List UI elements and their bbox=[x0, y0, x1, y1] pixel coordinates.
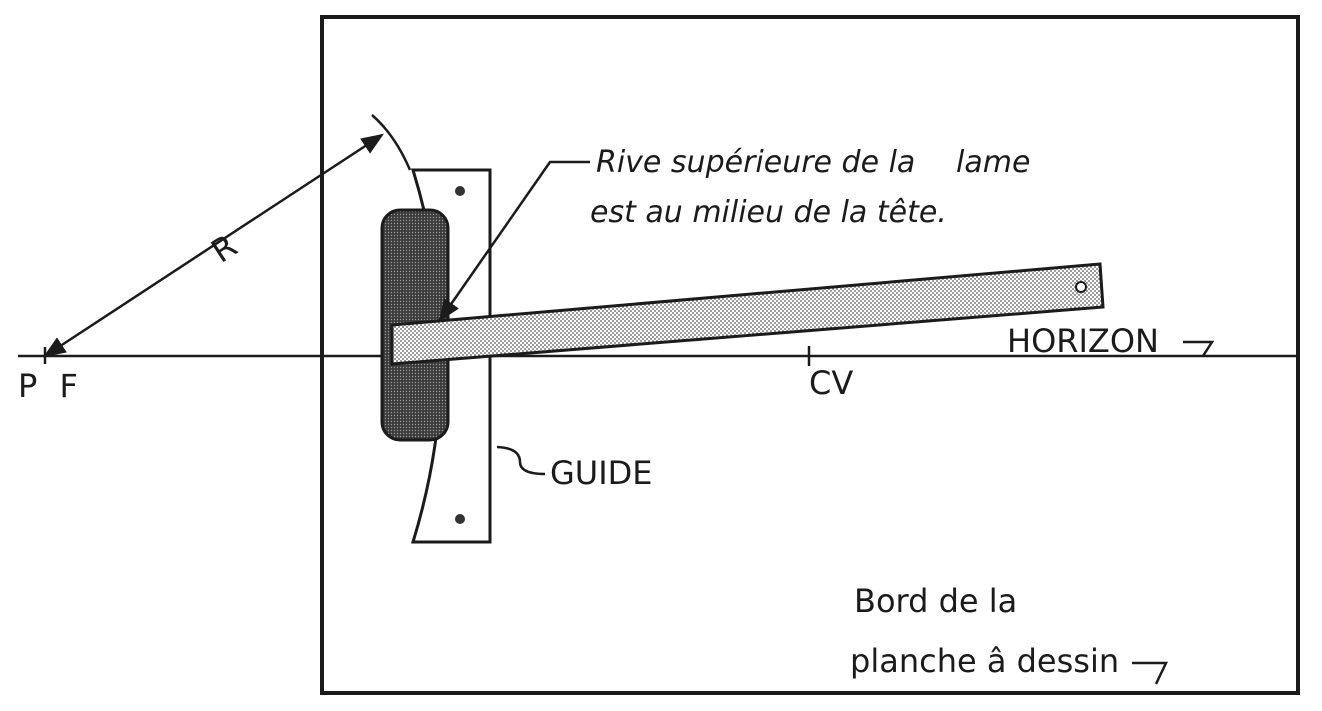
radius-arc bbox=[371, 114, 412, 171]
radius-dimension-line bbox=[43, 133, 384, 358]
cv-label: CV bbox=[809, 364, 853, 402]
note-line-1: Rive supérieure de la bbox=[596, 145, 915, 180]
guide-leader-line bbox=[496, 445, 546, 476]
blade-hole bbox=[1075, 281, 1087, 293]
note-leader-line bbox=[438, 160, 590, 322]
board-leader-arrow bbox=[1132, 661, 1168, 685]
note-line-3: est au milieu de la tête. bbox=[590, 195, 947, 230]
guide-screw-bottom bbox=[455, 514, 465, 524]
note-line-2: lame bbox=[956, 145, 1030, 180]
horizon-leader-arrow bbox=[1183, 340, 1215, 357]
pf-label: P F bbox=[18, 367, 84, 405]
tsquare-blade bbox=[390, 262, 1105, 366]
board-label-line-1: Bord de la bbox=[854, 582, 1017, 620]
guide-label: GUIDE bbox=[550, 454, 653, 492]
guide-screw-top bbox=[455, 186, 465, 196]
horizon-label: HORIZON bbox=[1007, 322, 1159, 360]
radius-label: R bbox=[204, 226, 243, 270]
board-label-line-2: planche â dessin bbox=[850, 642, 1119, 680]
